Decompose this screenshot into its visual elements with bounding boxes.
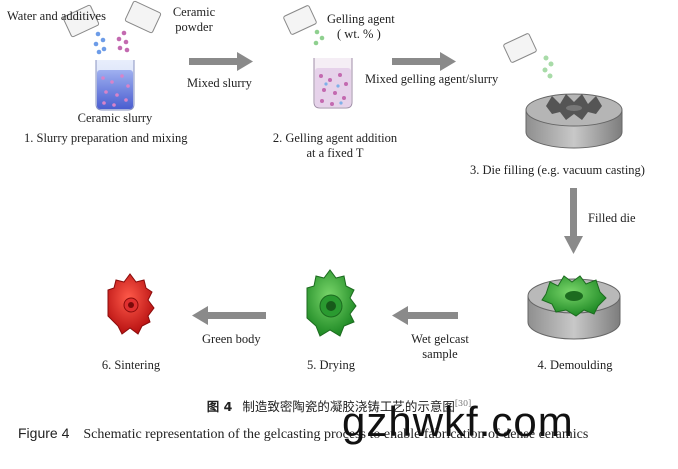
- ceramic-powder-label: Ceramic powder: [172, 5, 216, 34]
- caption-en-label: Figure 4: [18, 425, 70, 441]
- arrow-label-filled-die: Filled die: [588, 211, 636, 225]
- ceramic-slurry-label: Ceramic slurry: [77, 111, 153, 125]
- caption-chinese: 图 4 制造致密陶瓷的凝胶浇铸工艺的示意图[30]: [0, 396, 678, 415]
- step2-label-line1: 2. Gelling agent addition: [272, 131, 398, 145]
- arrow-step3-to-4: [564, 188, 583, 254]
- step5-label: 5. Drying: [307, 358, 355, 372]
- arrow-label-mixed-slurry: Mixed slurry: [187, 76, 252, 90]
- step1-label: 1. Slurry preparation and mixing: [24, 131, 188, 145]
- arrow-label-green-body: Green body: [202, 332, 261, 346]
- step4-label: 4. Demoulding: [537, 358, 613, 372]
- arrow-step1-to-2: [189, 52, 253, 71]
- water-additives-label: Water and additives: [7, 9, 106, 23]
- caption-cn-label: 图 4: [206, 399, 233, 414]
- caption-cn-ref: [30]: [454, 398, 472, 408]
- die-mold-icon: [525, 93, 623, 149]
- caption-en-text: Schematic representation of the gelcasti…: [83, 427, 589, 442]
- arrow-step2-to-3: [392, 52, 456, 71]
- pour-cup-icon: [503, 33, 554, 79]
- caption-cn-text: 制造致密陶瓷的凝胶浇铸工艺的示意图: [242, 399, 455, 414]
- step3-label: 3. Die filling (e.g. vacuum casting): [470, 163, 645, 177]
- powder-cup-icon: [116, 0, 162, 53]
- gelling-cup-icon: [283, 5, 325, 46]
- step2-label-line2: at a fixed T: [306, 146, 364, 160]
- watermark: gzhwkf.com: [342, 398, 574, 445]
- arrow-step4-to-5: [392, 306, 458, 325]
- gelling-agent-unit: ( wt. % ): [337, 27, 381, 41]
- gelling-agent-label: Gelling agent: [327, 12, 395, 26]
- slurry-beaker-icon: [95, 60, 135, 111]
- sintered-gear-icon: [107, 273, 155, 335]
- gel-beaker-icon: [313, 58, 353, 109]
- green-gear-icon: [306, 269, 357, 337]
- water-cup-icon: [62, 4, 107, 55]
- arrow-label-sample: sample: [422, 347, 458, 361]
- step6-label: 6. Sintering: [101, 358, 161, 372]
- arrow-label-mixed-gelling: Mixed gelling agent/slurry: [365, 72, 499, 86]
- caption-english: Figure 4 Schematic representation of the …: [18, 424, 658, 444]
- demoulded-gear-icon: [527, 275, 621, 340]
- arrow-step5-to-6: [192, 306, 266, 325]
- arrow-label-wet-gelcast: Wet gelcast: [411, 332, 469, 346]
